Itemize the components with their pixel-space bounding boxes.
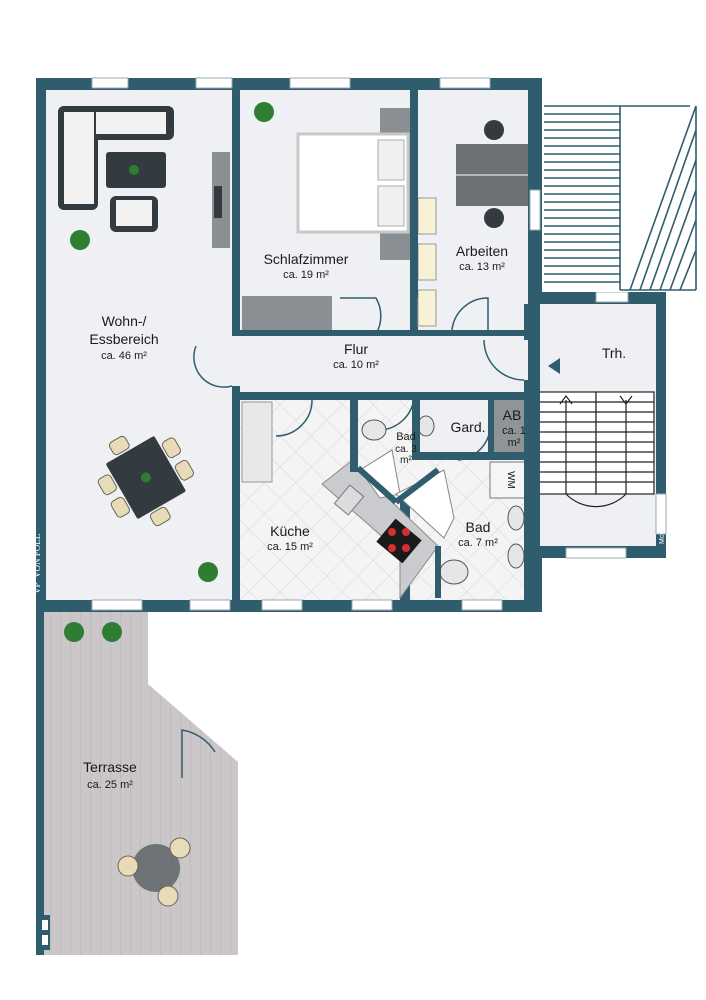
plant-1 — [70, 230, 90, 250]
kitchen-counter — [241, 401, 439, 600]
wardrobe — [242, 296, 332, 330]
internal-walls — [232, 90, 540, 612]
terrace — [36, 608, 238, 955]
brand-logo-text: VP — [32, 582, 42, 594]
toilet-bath — [439, 559, 469, 585]
wohn-label-1: Wohn-/ — [102, 313, 147, 329]
flur-floor — [232, 336, 528, 392]
terrace-table — [117, 837, 191, 907]
stairs — [537, 358, 655, 508]
wm-box — [489, 461, 527, 499]
arbeiten-area: ca. 13 m² — [459, 261, 505, 273]
wohn-area: ca. 46 m² — [101, 350, 147, 362]
shelves — [417, 197, 437, 327]
sofa — [58, 106, 174, 232]
gard-label: Gard. — [450, 419, 485, 435]
kueche-label: Küche — [270, 523, 310, 539]
wohn-label-2: Essbereich — [89, 331, 158, 347]
windows — [91, 77, 667, 611]
ab-area-1: ca. 1 — [502, 425, 526, 437]
schlaf-label: Schlafzimmer — [264, 251, 349, 267]
flur-area: ca. 10 m² — [333, 359, 379, 371]
bad-small-label: Bad — [396, 431, 416, 443]
sink-bath-2 — [507, 543, 525, 569]
terrasse-area: ca. 25 m² — [87, 779, 133, 791]
bad-area: ca. 7 m² — [458, 537, 498, 549]
sink-small — [417, 415, 435, 437]
schlaf-area: ca. 19 m² — [283, 269, 329, 281]
plant-4 — [64, 622, 84, 642]
kueche-area: ca. 15 m² — [267, 541, 313, 553]
plant-3 — [198, 562, 218, 582]
brand-logo: VP VON POLL — [32, 534, 42, 594]
terrasse-label: Terrasse — [83, 759, 137, 775]
wm-label: WM — [505, 471, 516, 489]
dining-table — [97, 435, 195, 527]
plant-5 — [102, 622, 122, 642]
sink-bath-1 — [507, 505, 525, 531]
balcony-stripes — [542, 102, 698, 292]
desk — [456, 120, 528, 228]
toilet-small — [361, 419, 387, 441]
trh-label: Trh. — [602, 345, 626, 361]
brand-company-text: VON POLL — [32, 534, 42, 578]
plant-2 — [254, 102, 274, 122]
arbeiten-label: Arbeiten — [456, 243, 508, 259]
ab-floor — [494, 400, 528, 452]
bad-small-area-2: m² — [400, 455, 412, 466]
bad-small-area-1: ca. 3 — [395, 444, 417, 455]
credit-text: McGrundriss — [659, 504, 666, 544]
ab-area-2: m² — [508, 437, 521, 449]
bad-label: Bad — [466, 519, 491, 535]
bed — [296, 108, 410, 260]
flur-label: Flur — [344, 341, 368, 357]
ab-label: AB — [503, 407, 522, 423]
